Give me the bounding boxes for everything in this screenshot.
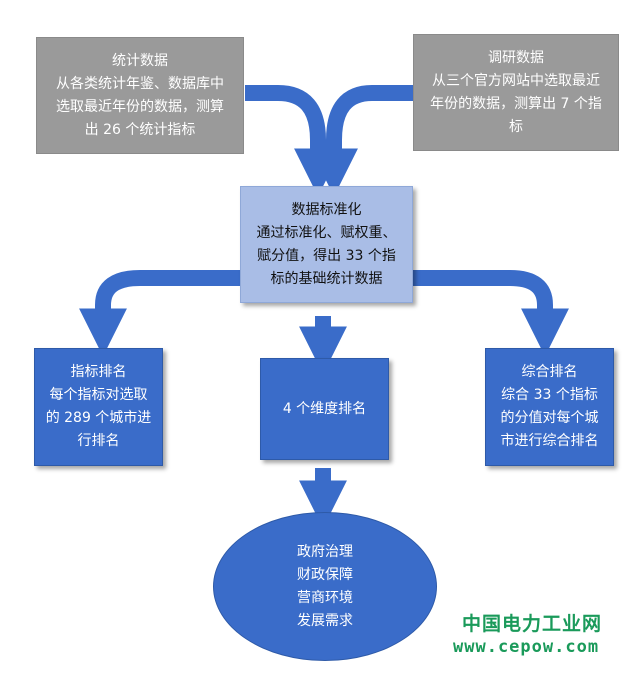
survey-data-line: 年份的数据，测算出 7 个指: [430, 95, 602, 112]
indicator-rank-box: 指标排名 每个指标对选取 的 289 个城市进 行排名: [34, 348, 163, 466]
watermark-url: www.cepow.com: [453, 637, 600, 657]
indicator-rank-title: 指标排名: [70, 364, 127, 380]
standardize-line: 标的基础统计数据: [270, 270, 383, 287]
survey-data-title: 调研数据: [488, 49, 544, 66]
overall-rank-title: 综合排名: [521, 364, 578, 380]
stats-data-line: 从各类统计年鉴、数据库中: [56, 75, 224, 92]
stats-data-line: 选取最近年份的数据，测算: [56, 98, 224, 115]
indicator-rank-line: 行排名: [77, 433, 120, 449]
dimension-rank-box: 4 个维度排名: [260, 358, 389, 460]
dimension-item: 财政保障: [297, 566, 353, 583]
dimension-item: 发展需求: [297, 612, 353, 629]
indicator-rank-line: 的 289 个城市进: [45, 410, 152, 426]
dimensions-ellipse: 政府治理 财政保障 营商环境 发展需求: [213, 512, 437, 661]
watermark-site-name: 中国电力工业网: [462, 613, 603, 635]
overall-rank-box: 综合排名 综合 33 个指标 的分值对每个城 市进行综合排名: [485, 348, 614, 466]
arrow-stats-to-standardize: [245, 85, 342, 197]
arrow-survey-to-standardize: [310, 85, 413, 197]
overall-rank-line: 市进行综合排名: [500, 433, 599, 449]
overall-rank-line: 的分值对每个城: [500, 410, 599, 426]
arrow-standardize-to-overall-rank: [413, 270, 569, 357]
overall-rank-line: 综合 33 个指标: [501, 387, 598, 403]
standardize-title: 数据标准化: [291, 201, 362, 218]
survey-data-box: 调研数据 从三个官方网站中选取最近 年份的数据，测算出 7 个指 标: [413, 34, 619, 151]
stats-data-title: 统计数据: [112, 52, 168, 69]
survey-data-line: 标: [509, 118, 523, 135]
dimension-rank-title: 4 个维度排名: [282, 400, 367, 417]
standardize-line: 通过标准化、赋权重、: [256, 224, 397, 241]
dimension-item: 政府治理: [297, 543, 353, 560]
arrow-standardize-to-indicator-rank: [79, 270, 240, 357]
survey-data-line: 从三个官方网站中选取最近: [432, 72, 600, 89]
stats-data-line: 出 26 个统计指标: [84, 121, 196, 138]
stats-data-box: 统计数据 从各类统计年鉴、数据库中 选取最近年份的数据，测算 出 26 个统计指…: [36, 37, 244, 154]
dimension-item: 营商环境: [297, 589, 353, 606]
standardize-box: 数据标准化 通过标准化、赋权重、 赋分值，得出 33 个指 标的基础统计数据: [240, 186, 413, 303]
standardize-line: 赋分值，得出 33 个指: [257, 247, 396, 264]
indicator-rank-line: 每个指标对选取: [49, 387, 148, 403]
